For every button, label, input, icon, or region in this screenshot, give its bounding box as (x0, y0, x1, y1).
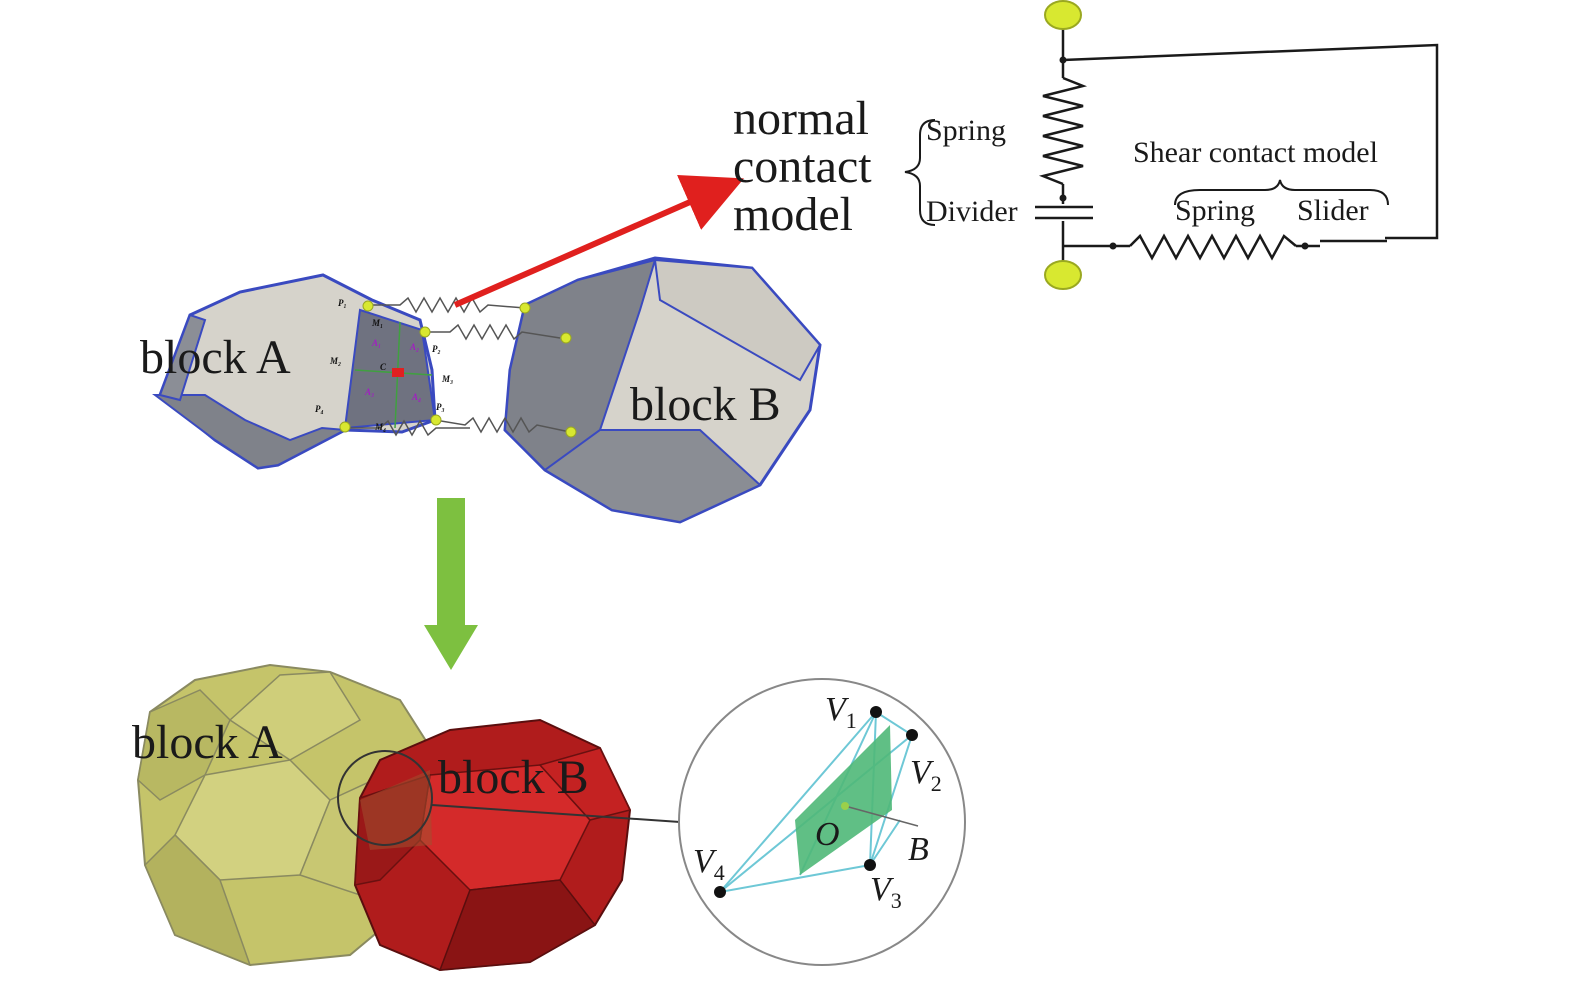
red-arrow (453, 174, 744, 308)
green-arrow (424, 498, 478, 670)
bottom-node (1044, 260, 1082, 290)
contact-circuit (1035, 18, 1439, 275)
svg-text:contact: contact (733, 140, 872, 193)
top-block-b-label: block B (630, 378, 781, 431)
divider-label: Divider (926, 195, 1018, 228)
face-labels: P₁ P₂ P₃ P₄ M₁ M₂ M₃ M₄ A₁ A₂ A₃ A₄ C (315, 298, 453, 432)
spring-shear-label: Spring (1175, 194, 1255, 227)
b-label: B (908, 831, 929, 868)
label-p4: P₄ (315, 404, 324, 414)
top-node (1044, 0, 1082, 30)
bottom-block-b (353, 718, 632, 972)
label-c: C (380, 362, 387, 372)
spring-nodes (339, 300, 577, 438)
label-m2: M₂ (329, 356, 341, 366)
label-p2: P₂ (432, 344, 441, 354)
bottom-block-b-label: block B (438, 751, 589, 804)
center-point (392, 368, 404, 377)
label-m4: M₄ (374, 422, 386, 432)
shear-contact-model-label: Shear contact model (1133, 136, 1378, 169)
normal-brace (904, 119, 936, 226)
top-block-a-label: block A (140, 331, 291, 384)
label-a2: A₂ (409, 342, 419, 352)
top-block-a (152, 273, 437, 470)
label-m3: M₃ (441, 374, 453, 384)
contact-polygon (795, 725, 892, 875)
label-a3: A₃ (364, 387, 374, 397)
svg-text:normal: normal (733, 92, 869, 145)
shear-brace (1174, 179, 1389, 206)
top-block-b (503, 256, 822, 524)
zoom-circle (337, 750, 433, 846)
connecting-springs (345, 296, 571, 437)
svg-text:model: model (733, 188, 853, 241)
o-label: O (815, 816, 840, 853)
label-a4: A₄ (411, 392, 421, 402)
slider-label: Slider (1297, 194, 1369, 227)
normal-contact-model-label: normal contact model (733, 92, 872, 241)
circuit-junctions (1059, 56, 1309, 250)
bottom-block-a-label: block A (132, 716, 283, 769)
label-a1: A₁ (371, 338, 381, 348)
inset-zoom (678, 678, 966, 966)
spring-normal-label: Spring (926, 114, 1006, 147)
zoom-leader (431, 804, 681, 823)
label-m1: M₁ (371, 318, 383, 328)
overlap-region (360, 770, 432, 850)
label-p1: P₁ (338, 298, 347, 308)
label-p3: P₃ (436, 402, 445, 412)
